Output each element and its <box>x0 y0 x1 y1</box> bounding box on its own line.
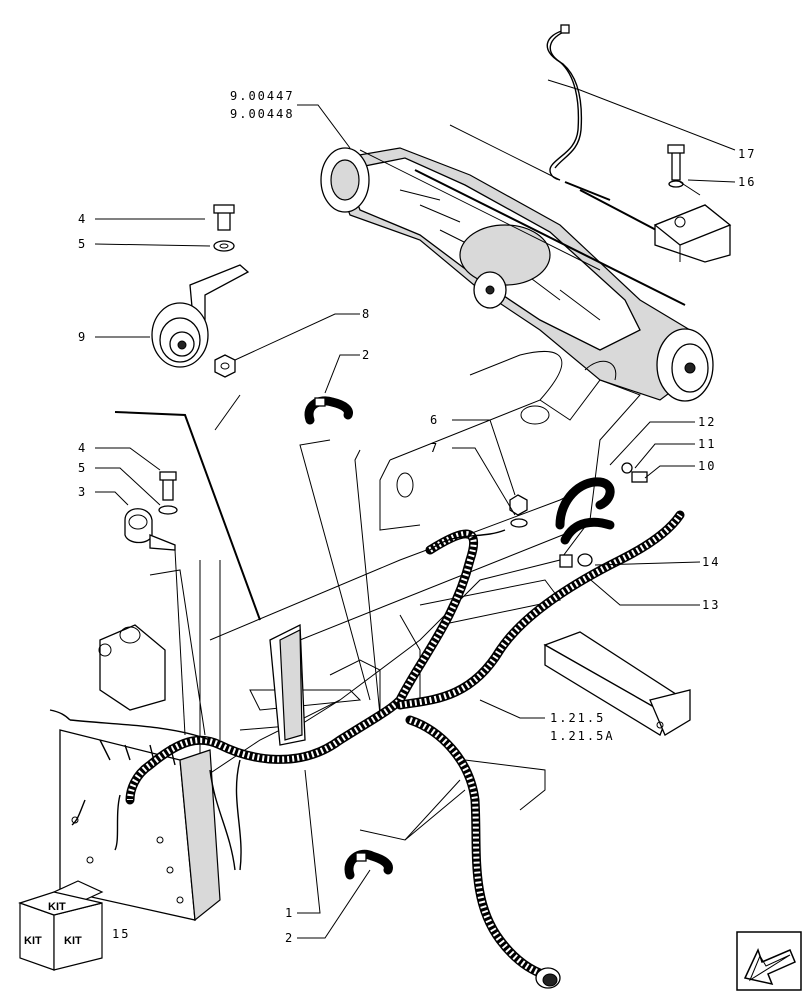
callout-9: 9 <box>78 330 87 344</box>
callout-ref-9-00447: 9.00447 <box>230 89 295 103</box>
bracket-12 <box>555 462 648 568</box>
callouts: 9.00447 9.00448 17 16 4 5 8 9 2 6 7 12 1… <box>78 89 756 945</box>
leader-lines <box>94 79 736 939</box>
callout-4-top: 4 <box>78 212 87 226</box>
kit-cube-icon: KIT KIT KIT <box>18 880 104 971</box>
kit-label-top: KIT <box>48 901 66 913</box>
kit-label-right: KIT <box>64 935 82 947</box>
callout-10: 10 <box>698 459 716 473</box>
nav-arrow-button[interactable] <box>736 931 802 991</box>
clamp-3 <box>124 508 176 551</box>
callout-11: 11 <box>698 437 716 451</box>
callout-1: 1 <box>285 906 294 920</box>
callout-12: 12 <box>698 415 716 429</box>
horn-9 <box>151 264 250 378</box>
callout-ref-9-00448: 9.00448 <box>230 107 295 121</box>
callout-3: 3 <box>78 485 87 499</box>
front-axle-assembly <box>320 124 714 402</box>
callout-17: 17 <box>738 147 756 161</box>
main-harness-1 <box>49 510 685 989</box>
kit-label-left: KIT <box>24 935 42 947</box>
arrow-left-icon <box>743 947 796 986</box>
bolt-4-left <box>158 471 178 515</box>
callout-5-top: 5 <box>78 237 87 251</box>
sensor-cable-17 <box>546 24 661 233</box>
washer-6-7 <box>509 494 528 528</box>
callout-16: 16 <box>738 175 756 189</box>
callout-14: 14 <box>702 555 720 569</box>
clamp-2-bottom <box>344 849 393 880</box>
callout-ref-1-21-5: 1.21.5 <box>550 711 605 725</box>
clamp-2-top <box>304 396 353 425</box>
callout-6: 6 <box>430 413 439 427</box>
callout-8: 8 <box>362 307 371 321</box>
bolt-4-top <box>213 204 235 252</box>
callout-ref-1-21-5A: 1.21.5A <box>550 729 615 743</box>
chassis-frame <box>59 350 691 922</box>
callout-4-left: 4 <box>78 441 87 455</box>
callout-2-top: 2 <box>362 348 371 362</box>
callout-13: 13 <box>702 598 720 612</box>
callout-15: 15 <box>112 927 130 941</box>
callout-2-bottom: 2 <box>285 931 294 945</box>
callout-5-left: 5 <box>78 461 87 475</box>
callout-7: 7 <box>430 441 439 455</box>
sensor-block-16 <box>653 144 732 263</box>
